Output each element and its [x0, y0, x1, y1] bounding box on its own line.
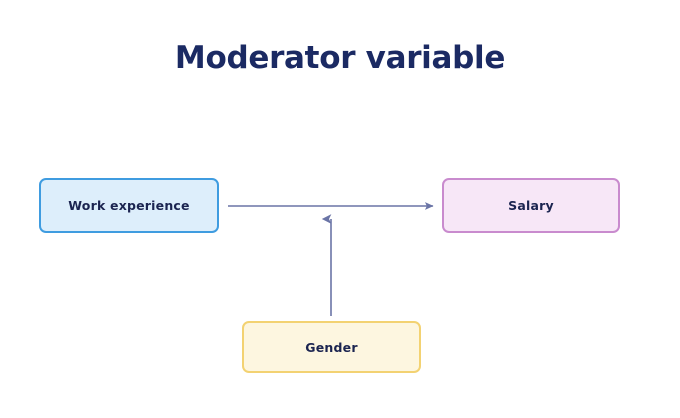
node-salary[interactable]: Salary [442, 178, 620, 233]
node-salary-label: Salary [508, 198, 554, 213]
node-gender[interactable]: Gender [242, 321, 421, 373]
node-gender-label: Gender [305, 339, 358, 355]
node-work-experience[interactable]: Work experience [39, 178, 219, 233]
node-work-experience-label: Work experience [68, 198, 190, 213]
page-title: Moderator variable [174, 40, 506, 76]
